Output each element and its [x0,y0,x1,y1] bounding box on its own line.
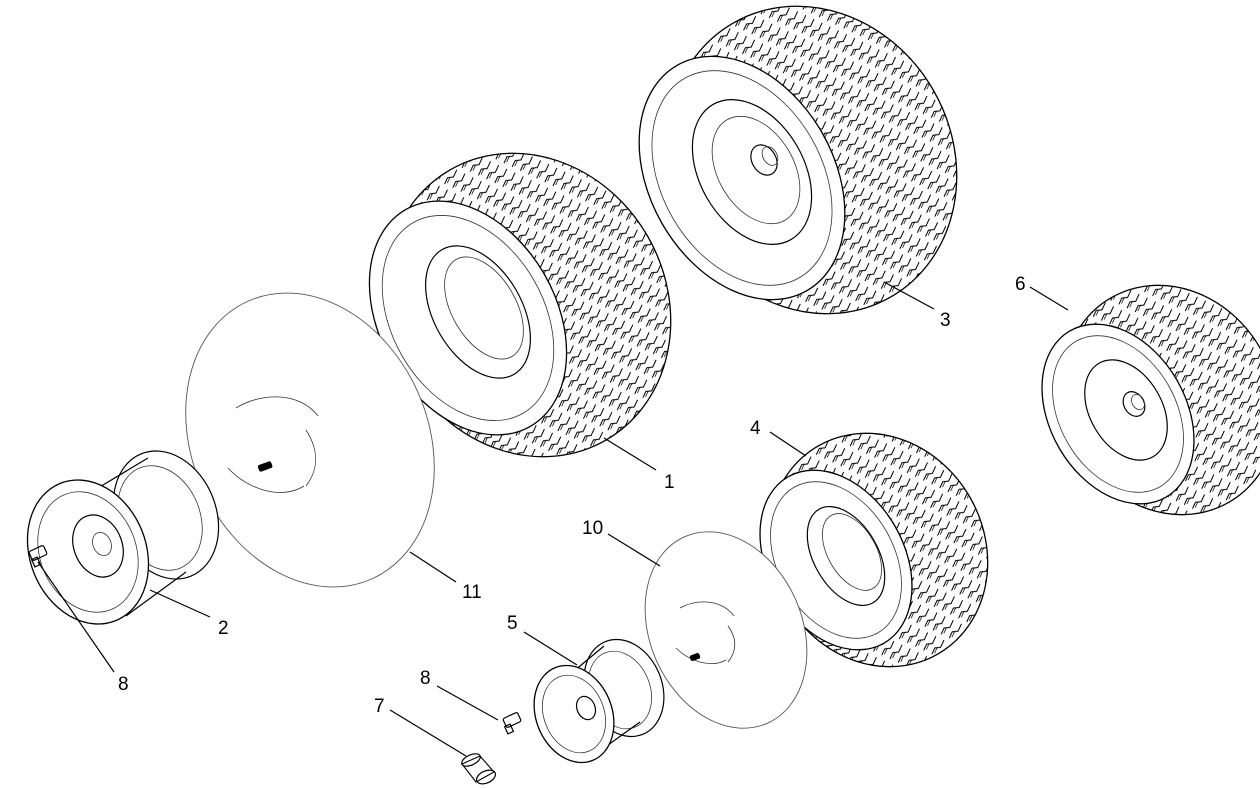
tire-6 [1041,284,1260,516]
tire-3 [638,5,958,315]
callout-8-left: 8 [118,674,129,695]
callout-3: 3 [940,310,951,331]
callout-6: 6 [1015,274,1026,295]
callout-2: 2 [218,618,229,639]
callout-10: 10 [582,518,603,539]
callout-8-center: 8 [420,668,431,689]
callout-7: 7 [374,696,385,717]
tire-1 [368,152,672,458]
valve-stem-icon [689,653,701,661]
rim-5 [533,638,665,764]
callout-4: 4 [750,418,761,439]
inner-tube-10 [644,531,808,729]
rim-2 [26,450,220,625]
valve-8-center [502,712,522,735]
valve-stem-icon [257,461,273,472]
hub-cap-7 [461,753,497,785]
leader-lines [37,281,1069,757]
callout-5: 5 [507,613,518,634]
callout-1: 1 [664,472,675,493]
valve-8-left [28,545,48,568]
inner-tube-11 [185,292,435,588]
callout-11: 11 [462,582,482,603]
